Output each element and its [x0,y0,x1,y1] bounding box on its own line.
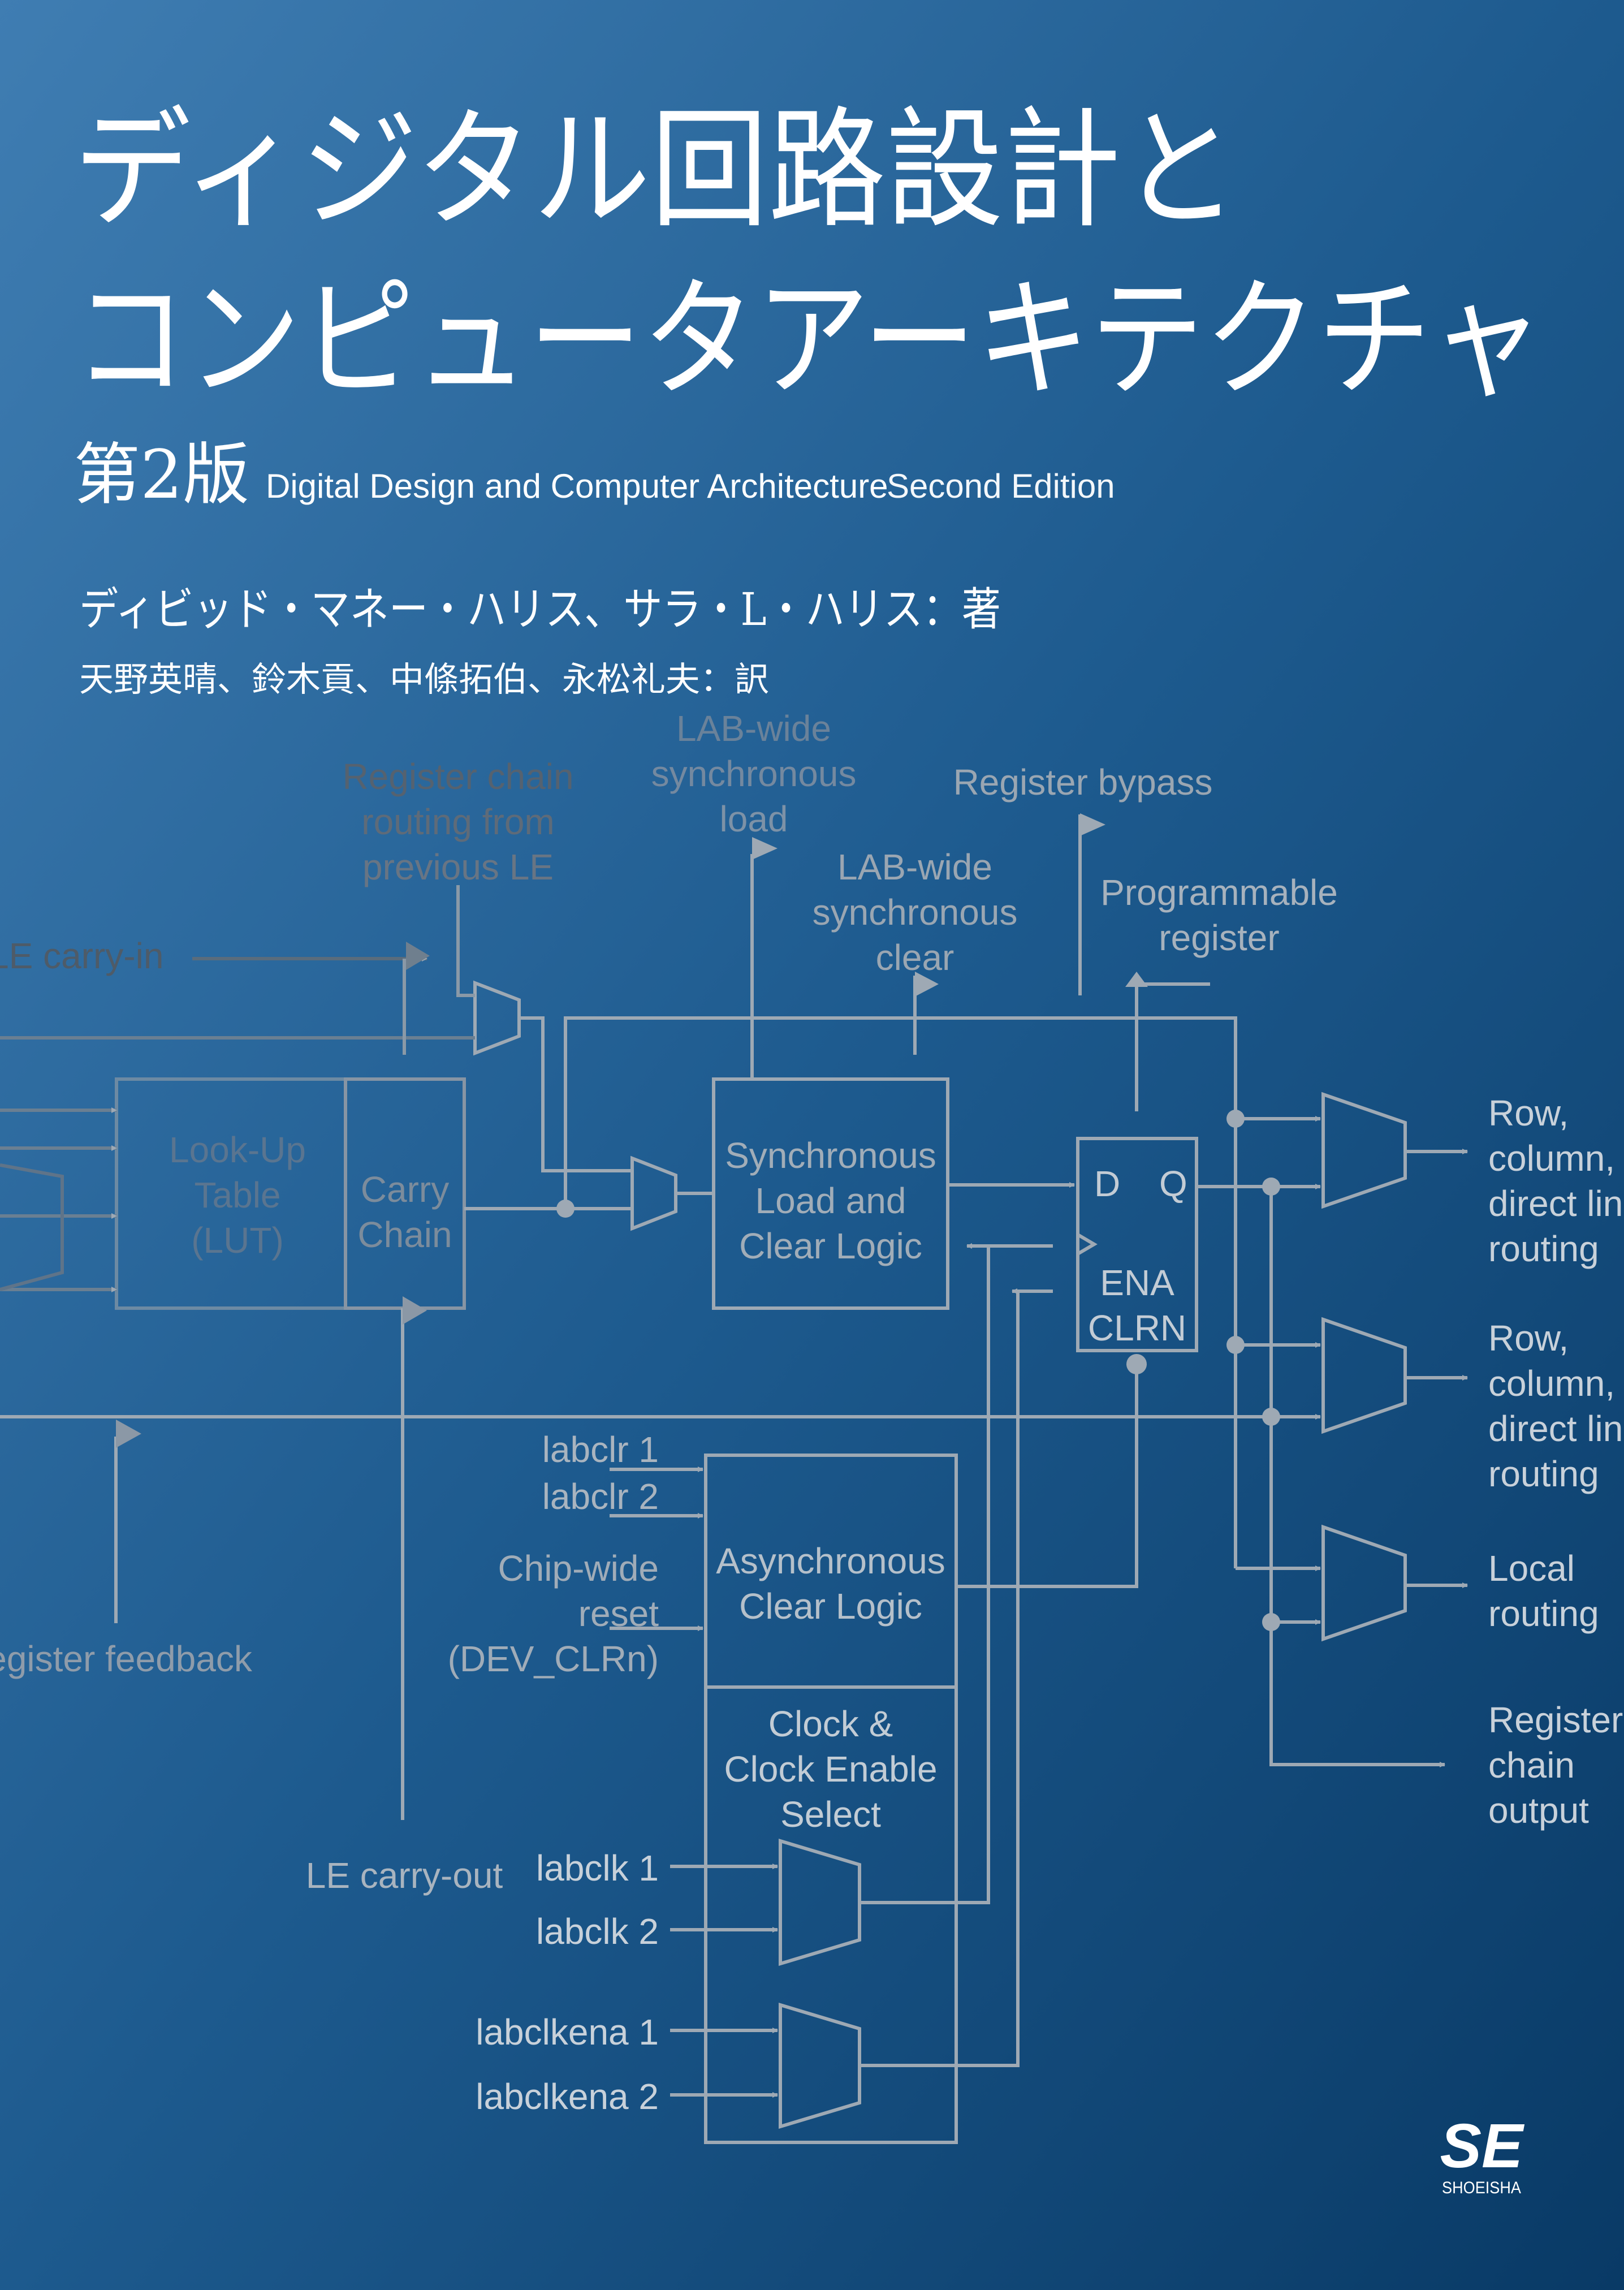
carry-chain-label-2: Chain [357,1214,452,1255]
title-line-2: コンピュータアーキテクチャ [74,265,1544,416]
output-reg-chain-label-3: output [1488,1790,1589,1831]
reset-label-1: Chip-wide [498,1548,659,1589]
output-row1-label-3: direct link [1488,1183,1624,1224]
programmable-register-label-1: Programmable [1100,872,1338,913]
sync-load-label-3: load [720,799,788,839]
output-row2-label-2: column, [1488,1363,1615,1404]
output-row2-label-3: direct link [1488,1408,1624,1449]
register-chain-label-2: routing from [361,801,554,842]
logic-element-diagram [0,813,1468,2144]
publisher-logo: SE SHOEISHA [1440,2111,1525,2197]
labclr2-label: labclr 2 [542,1476,659,1517]
publisher-name: SHOEISHA [1442,2179,1521,2197]
register-q-pin: Q [1159,1163,1187,1204]
translators: 天野英晴、鈴木貢、中條拓伯、永松礼夫：訳 [79,660,769,700]
register-chain-label-3: previous LE [362,847,554,887]
register-ena-pin: ENA [1100,1262,1174,1303]
register-block [1076,1137,1198,1352]
output-row1-label-4: routing [1488,1228,1599,1269]
english-edition: Second Edition [887,467,1115,505]
publisher-logo-mark: SE [1440,2111,1525,2181]
labclkena2-label: labclkena 2 [476,2076,659,2117]
lut-label-2: Table [195,1175,281,1215]
register-bypass-label: Register bypass [953,762,1213,803]
clock-select-block [704,1685,958,2144]
output-row1-label-1: Row, [1488,1093,1569,1133]
register-chain-mux [473,980,521,1056]
clock-select-label-1: Clock & [768,1704,893,1744]
register-feedback-label: Register feedback [0,1638,253,1679]
labclr1-label: labclr 1 [542,1429,659,1470]
sync-load-label-2: synchronous [651,753,857,794]
sync-logic-label-1: Synchronous [725,1135,936,1176]
sync-clear-label-2: synchronous [813,892,1018,933]
async-clear-label-1: Asynchronous [716,1541,945,1581]
labclkena1-label: labclkena 1 [476,2012,659,2052]
sync-load-mux [630,1155,677,1231]
sync-logic-label-3: Clear Logic [739,1226,922,1266]
clock-select-label-3: Select [780,1794,881,1835]
register-d-pin: D [1094,1163,1120,1204]
clock-mux-1 [779,1838,861,1966]
output-local-label-2: routing [1488,1593,1599,1634]
output-local-label-1: Local [1488,1548,1575,1589]
diagram-labels: Register chain routing from previous LE … [0,708,1624,2117]
labclk2-label: labclk 2 [536,1911,659,1952]
reset-label-3: (DEV_CLRn) [448,1638,659,1679]
output-reg-chain-label-1: Register [1488,1700,1623,1740]
sync-load-label-1: LAB-wide [676,708,831,749]
reset-label-2: reset [578,1593,659,1634]
output-mux-3 [1321,1524,1407,1642]
labclk1-label: labclk 1 [536,1848,659,1888]
lut-label-3: (LUT) [191,1220,284,1261]
output-row2-label-1: Row, [1488,1318,1569,1359]
title-line-1: ディジタル回路設計と [74,95,1238,246]
lut-label-1: Look-Up [169,1129,306,1170]
clock-enable-mux [779,2002,861,2129]
register-clrn-pin: CLRN [1088,1308,1186,1348]
sync-clear-label-1: LAB-wide [837,847,992,887]
le-carry-in-label: LE carry-in [0,935,163,976]
output-reg-chain-label-2: chain [1488,1745,1575,1786]
output-row2-label-4: routing [1488,1454,1599,1494]
authors: ディビッド・マネー・ハリス、サラ・L・ハリス：著 [79,583,1001,636]
sync-logic-label-2: Load and [755,1180,906,1221]
sync-clear-label-3: clear [876,937,954,978]
output-mux-2 [1321,1317,1407,1434]
english-title: Digital Design and Computer Architecture [266,467,888,505]
programmable-register-label-2: register [1159,917,1279,958]
output-row1-label-2: column, [1488,1138,1615,1179]
register-chain-label-1: Register chain [342,756,573,797]
le-carry-out-label: LE carry-out [306,1855,503,1896]
carry-chain-label-1: Carry [361,1169,449,1210]
edition-label: 第2版 [74,435,249,514]
output-mux-1 [1321,1092,1407,1209]
clock-select-label-2: Clock Enable [724,1749,937,1789]
async-clear-label-2: Clear Logic [739,1586,922,1627]
